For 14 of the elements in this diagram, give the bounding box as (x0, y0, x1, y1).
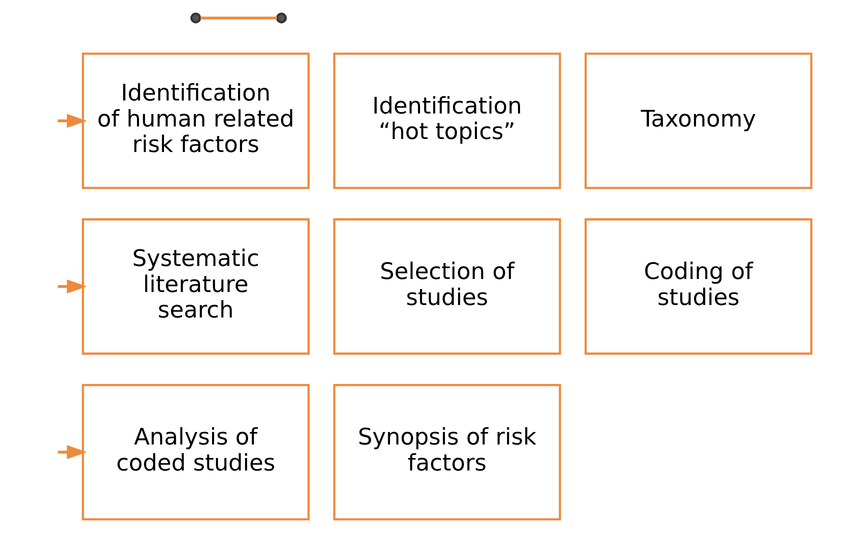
node-box: Coding of studies (584, 218, 812, 355)
arrow (57, 445, 86, 460)
node-box: Analysis of coded studies (81, 384, 310, 520)
node-box: Identification of human related risk factors (81, 52, 310, 190)
arrow (57, 114, 86, 128)
node-box: Selection of studies (332, 218, 560, 355)
node-box: Synopsis of risk factors (332, 384, 560, 520)
node-circle (276, 12, 286, 24)
arrow (57, 279, 86, 294)
node-box: Identification “hot topics” (332, 52, 560, 190)
node-box: Systematic literature search (81, 218, 310, 355)
connector (200, 16, 277, 20)
node-circle (190, 12, 201, 24)
node-box: Taxonomy (584, 52, 812, 190)
